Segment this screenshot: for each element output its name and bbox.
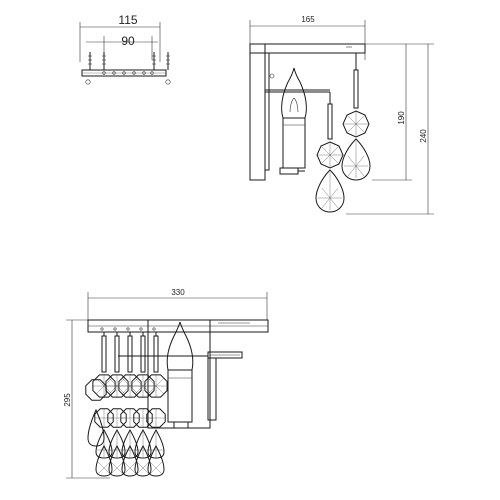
crystal-strand	[144, 332, 168, 477]
octagon-crystal	[107, 408, 127, 428]
pin-right-2	[152, 52, 156, 70]
dimension-330: 330	[87, 288, 268, 320]
octagon-crystal	[105, 374, 129, 398]
side-crystal-drop-2	[341, 53, 371, 181]
side-arm	[264, 52, 330, 171]
dimension-90: 90	[86, 34, 158, 60]
octagon-crystal	[94, 408, 114, 428]
dimension-label-240: 240	[419, 129, 428, 143]
top-mounting-rail	[81, 69, 167, 77]
crystal-strand	[92, 332, 116, 477]
top-pins	[85, 52, 171, 85]
teardrop-crystal	[134, 444, 152, 477]
octagon-crystal	[120, 408, 140, 428]
dimension-label-115: 115	[118, 13, 137, 27]
octagon-crystal	[92, 374, 116, 398]
teardrop-crystal	[147, 428, 165, 459]
dimension-label-165: 165	[301, 15, 315, 24]
front-top-bar	[87, 319, 269, 333]
side-wall-plate	[249, 43, 266, 181]
dimension-label-190: 190	[397, 111, 406, 125]
front-crystal-columns	[85, 332, 168, 477]
teardrop-crystal	[95, 444, 113, 477]
pin-left-2	[102, 52, 106, 70]
pin-right	[165, 52, 171, 85]
teardrop-crystal	[121, 444, 139, 477]
octagon-crystal	[118, 374, 142, 398]
octagon-crystal	[133, 408, 153, 428]
teardrop-crystal	[108, 428, 126, 459]
teardrop-crystal	[95, 428, 113, 459]
octagon-crystal	[144, 374, 168, 398]
top-view: 115 90	[79, 13, 171, 85]
dimension-240: 240	[346, 43, 434, 215]
teardrop-crystal	[147, 444, 165, 477]
dimension-label-90: 90	[121, 34, 135, 48]
crystal-strand	[118, 332, 142, 477]
side-top-bar	[249, 43, 366, 54]
pin-left	[85, 52, 92, 85]
octagon-crystal	[131, 374, 155, 398]
octagon-crystal	[85, 379, 107, 401]
teardrop-crystal	[121, 428, 139, 459]
teardrop-crystal	[87, 408, 105, 447]
side-candle-bulb	[279, 67, 307, 175]
dimension-label-295: 295	[63, 393, 72, 407]
dimension-295: 295	[63, 319, 110, 479]
teardrop-crystal	[134, 428, 152, 459]
dimension-190: 190	[365, 43, 412, 181]
octagon-crystal	[146, 408, 166, 428]
teardrop-crystal	[108, 444, 126, 477]
dimension-label-330: 330	[171, 288, 185, 297]
side-crystal-drop-1	[315, 92, 345, 213]
crystal-strand	[105, 332, 129, 477]
dimension-115: 115	[79, 13, 161, 62]
crystal-strand	[131, 332, 155, 477]
front-view: 330 295	[63, 288, 269, 479]
front-candle-bulb	[166, 321, 194, 429]
side-view: 165	[249, 15, 434, 215]
